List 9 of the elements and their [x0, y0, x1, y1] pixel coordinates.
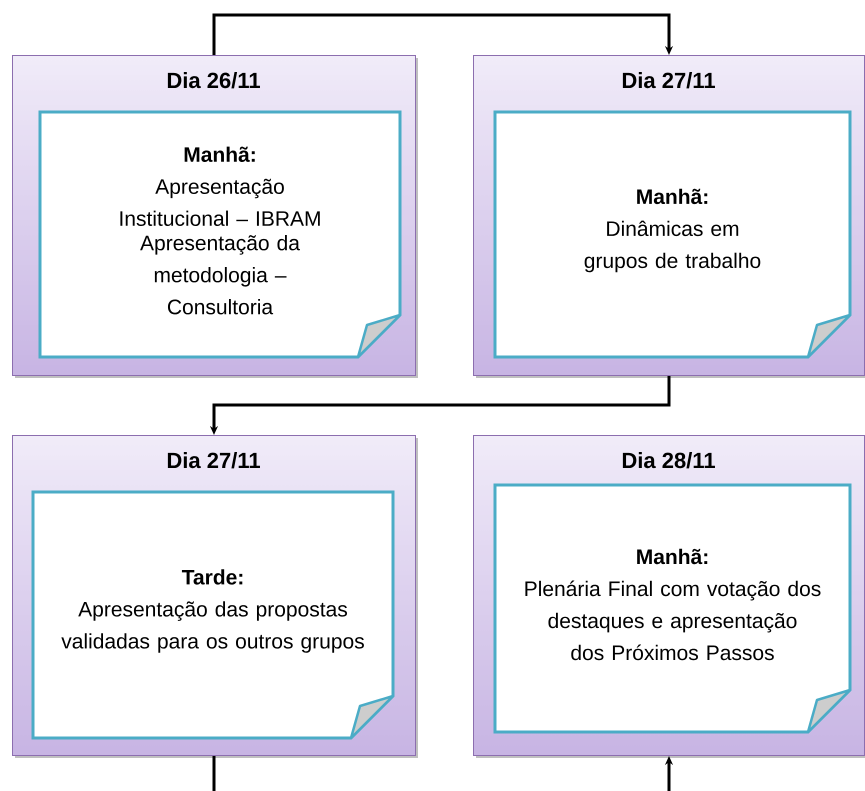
note-card: Manhã: Apresentação Institucional – IBRAM Apresentação da metodologia – Consultoria — [38, 110, 402, 358]
connector-arrow — [212, 14, 674, 55]
day-heading: Dia 28/11 — [622, 452, 715, 468]
day-heading: Dia 27/11 — [168, 452, 260, 468]
day-heading: Dia 27/11 — [622, 72, 715, 88]
day-heading: Dia 26/11 — [168, 72, 260, 88]
note-card: Manhã: Dinâmicas em grupos de trabalho — [494, 110, 852, 358]
note-card: Tarde: Apresentação das propostas validadas para os outros grupos — [32, 490, 394, 740]
note-card: Manhã: Plenária Final com votação dos destaques e apresentação dos Próximos Passos — [494, 484, 852, 734]
